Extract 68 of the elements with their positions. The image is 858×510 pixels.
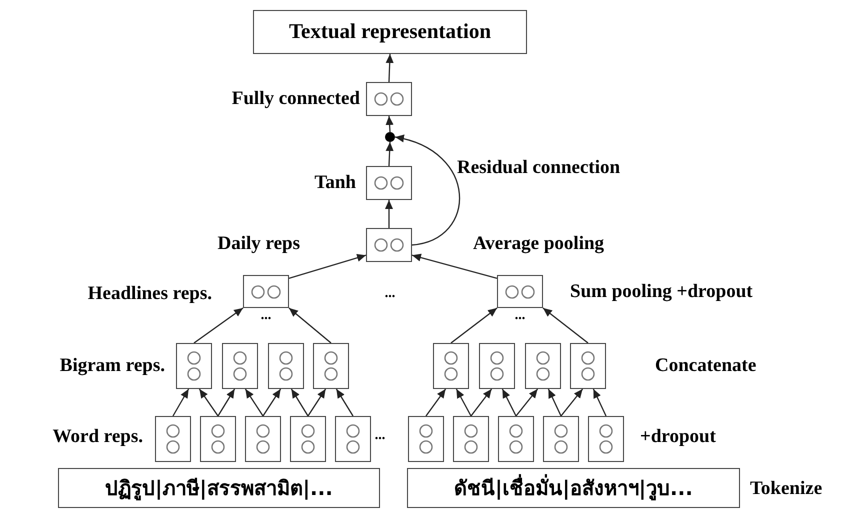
arrow <box>217 388 236 416</box>
arrow <box>172 388 190 416</box>
curved-arrow <box>394 135 460 246</box>
layer-label: Word reps. <box>52 425 143 449</box>
vector-box <box>366 166 412 200</box>
arrow <box>262 388 282 416</box>
arrow <box>288 308 332 344</box>
vector-box <box>366 82 412 116</box>
vector-box <box>155 416 191 462</box>
layer-label: Concatenate <box>655 354 756 378</box>
arrow <box>516 388 538 416</box>
vector-box <box>408 416 444 462</box>
layer-label: Average pooling <box>473 232 604 256</box>
vector-box <box>313 343 349 389</box>
layer-label: Tokenize <box>750 477 822 501</box>
arrow <box>386 142 394 166</box>
layer-label: Tanh <box>314 171 356 195</box>
arrow <box>456 388 472 416</box>
vector-box <box>497 275 543 308</box>
arrow <box>198 388 218 416</box>
arrow <box>336 388 354 416</box>
vector-box <box>176 343 212 389</box>
arrow <box>450 308 498 344</box>
arrow <box>412 254 498 279</box>
arrow <box>308 388 326 416</box>
vector-box <box>243 275 289 308</box>
layer-label: Sum pooling +dropout <box>570 280 753 304</box>
vector-box <box>588 416 624 462</box>
vector-box <box>433 343 469 389</box>
arrow <box>244 388 264 416</box>
vector-box <box>245 416 281 462</box>
arrow <box>502 388 517 416</box>
layer-label: Headlines reps. <box>88 282 212 306</box>
arrow <box>426 388 446 416</box>
ellipsis-mark: ... <box>514 307 526 325</box>
token-box: ปฏิรูป|ภาษี|สรรพสามิต|... <box>58 468 380 508</box>
vector-box <box>268 343 304 389</box>
vector-box <box>366 228 412 262</box>
ellipsis-mark: ... <box>260 307 272 325</box>
vector-box <box>543 416 579 462</box>
arrow <box>194 308 244 344</box>
vector-box <box>525 343 561 389</box>
vector-box <box>453 416 489 462</box>
vector-box <box>570 343 606 389</box>
arrow <box>470 388 492 416</box>
layer-label: Daily reps <box>217 232 300 256</box>
arrow <box>542 308 588 344</box>
layer-label: Fully connected <box>232 87 360 111</box>
vector-box <box>498 416 534 462</box>
vector-box <box>200 416 236 462</box>
ellipsis-mark: ... <box>374 427 386 445</box>
arrow <box>560 388 584 416</box>
token-box: ดัชนี|เชื่อมั่น|อสังหาฯ|วูบ... <box>407 468 740 508</box>
arrow <box>592 388 607 416</box>
arrow <box>548 388 562 416</box>
arrow <box>385 200 393 228</box>
arrow <box>386 54 394 82</box>
vector-box <box>335 416 371 462</box>
output-box: Textual representation <box>253 10 527 54</box>
vector-box <box>479 343 515 389</box>
arrow <box>288 254 366 279</box>
arrow <box>386 116 394 132</box>
layer-label: Bigram reps. <box>60 354 165 378</box>
ellipsis-mark: ... <box>384 285 396 303</box>
vector-box <box>290 416 326 462</box>
layer-label: +dropout <box>640 425 716 449</box>
vector-box <box>222 343 258 389</box>
arrow <box>290 388 309 416</box>
